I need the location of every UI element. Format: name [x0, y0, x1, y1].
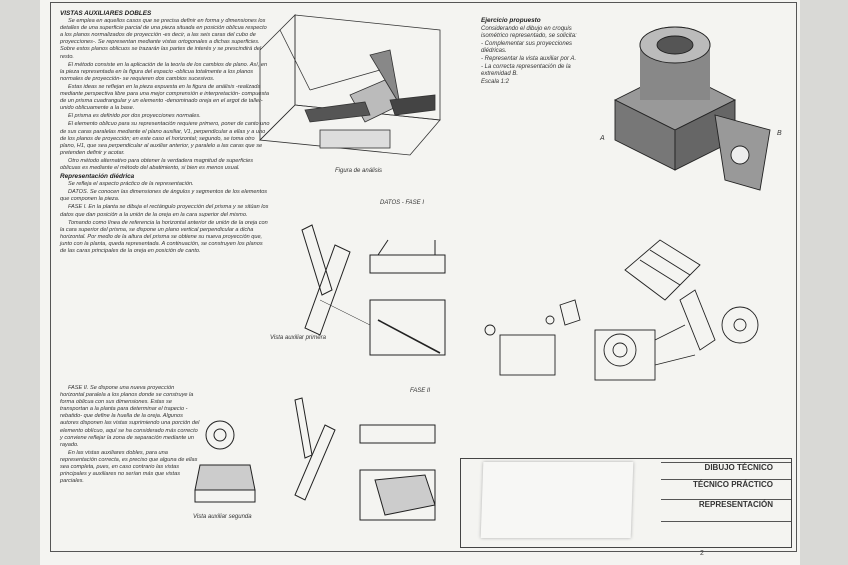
exercise-title: Ejercicio propuesto	[481, 17, 541, 24]
paragraph: DATOS. Se conocen las dimensiones de áng…	[60, 189, 268, 203]
marker-a: A	[599, 135, 605, 142]
exercise-views	[484, 239, 759, 381]
section-title: VISTAS AUXILIARES DOBLES	[60, 10, 152, 17]
paragraph: Tomando como línea de referencia la hori…	[60, 219, 268, 254]
paragraph: El elemento oblicuo para su representaci…	[60, 121, 270, 156]
sheet-border	[50, 2, 797, 552]
first-aux-caption: Vista auxiliar primera	[270, 335, 326, 341]
marker-b: B	[777, 130, 782, 137]
analysis-figure	[259, 14, 441, 156]
phase2-text: FASE II. Se dispone una nueva proyección…	[60, 385, 200, 486]
theory-text: VISTAS AUXILIARES DOBLES Se emplea en aq…	[60, 10, 270, 256]
phase1-title: DATOS - FASE I	[380, 200, 425, 206]
second-aux-caption: Vista auxiliar segunda	[193, 514, 252, 520]
paragraph: El prisma es definido por dos proyeccion…	[68, 113, 201, 120]
subsection-title: Representación diédrica	[60, 173, 135, 181]
phase2-title: FASE II	[410, 388, 431, 394]
exercise-line: - Representar la vista auxiliar por A.	[481, 55, 577, 62]
phase1-drawing	[301, 224, 446, 356]
title-block: DIBUJO TÉCNICO TÉCNICO PRÁCTICO REPRESEN…	[460, 458, 792, 548]
title-row-1: DIBUJO TÉCNICO	[661, 462, 791, 472]
phase2-drawing	[194, 397, 436, 521]
title-row-3: REPRESENTACIÓN	[661, 499, 791, 509]
paragraph: Estas ideas se reflejan en la pieza expu…	[60, 83, 269, 112]
paragraph: Se refleja el aspecto práctico de la rep…	[68, 181, 194, 188]
paragraph: FASE I. En la planta se dibuja el rectán…	[60, 204, 269, 218]
exercise-line: - Complementar sus proyecciones diédrica…	[481, 40, 573, 55]
analysis-caption: Figura de análisis	[335, 168, 383, 174]
paragraph: En las vistas auxiliares dobles, para un…	[60, 449, 198, 485]
exercise-line: - La correcta representación de la extre…	[481, 63, 571, 78]
title-row-2: TÉCNICO PRÁCTICO	[661, 479, 791, 489]
paragraph: Se emplea en aquellos casos que se preci…	[60, 18, 267, 60]
exercise-line: Escala 1:2	[481, 78, 510, 85]
isometric-sketch: B A	[599, 26, 782, 191]
paragraph: Otro método alternativo para obtener la …	[60, 157, 254, 171]
exercise-text: Ejercicio propuesto Considerando el dibu…	[481, 17, 591, 86]
exercise-line: Considerando el dibujo en croquis isomét…	[481, 25, 577, 40]
sheet-number-strip: 2	[460, 548, 790, 565]
paragraph: FASE II. Se dispone una nueva proyección…	[60, 385, 200, 448]
sheet-number: 2	[700, 550, 704, 557]
title-row-4	[661, 521, 791, 546]
paragraph: El método consiste en la aplicación de l…	[60, 61, 268, 82]
paper-overlay	[480, 462, 634, 538]
